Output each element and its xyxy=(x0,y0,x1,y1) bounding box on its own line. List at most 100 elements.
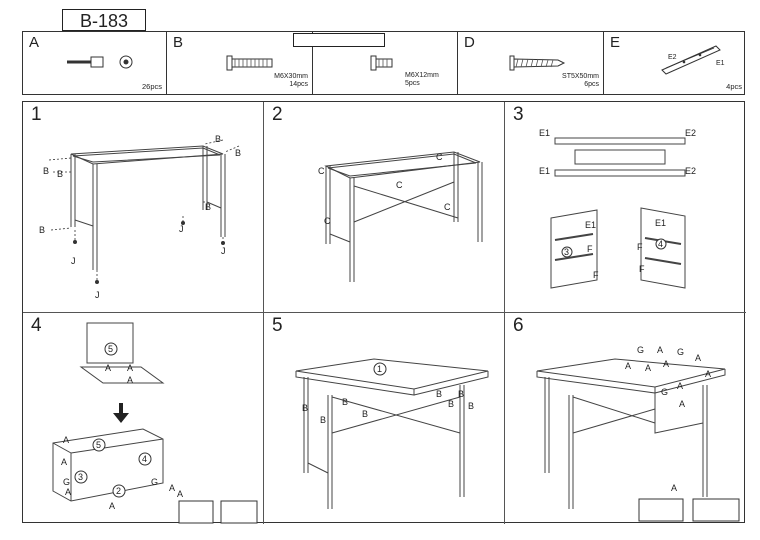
panel-number-4: 4 xyxy=(658,239,663,249)
callout-e2: E2 xyxy=(685,128,696,138)
hardware-b-spec: M6X30mm xyxy=(274,73,308,80)
callout-b: B xyxy=(43,166,49,176)
callout-a: A xyxy=(63,435,69,445)
callout-b: B xyxy=(436,389,442,399)
slide-label-e2: E2 xyxy=(668,54,677,61)
hardware-e: E E2 E1 4pcs xyxy=(604,32,746,94)
callout-g: G xyxy=(661,387,668,397)
hardware-c-count: 5pcs xyxy=(405,80,420,87)
callout-g: G xyxy=(677,347,684,357)
callout-a: A xyxy=(65,487,71,497)
drawer-assembly-drawing: 5 5 3 4 2 A A A A A G A A G A A xyxy=(52,322,258,524)
wood-screw-icon xyxy=(509,55,566,71)
step-3: 3 E1 E2 E1 E2 E1 E1 F F F F 3 4 xyxy=(505,102,746,313)
callout-b: B xyxy=(215,134,221,144)
callout-a: A xyxy=(127,363,133,373)
hardware-b-spec-block: M6X30mm 14pcs xyxy=(274,73,308,89)
step-number: 6 xyxy=(513,315,524,336)
callout-c: C xyxy=(436,152,443,162)
hardware-d-spec-block: ST5X50mm 6pcs xyxy=(562,73,599,89)
callout-b: B xyxy=(235,148,241,158)
hardware-b-count: 14pcs xyxy=(289,81,308,88)
hardware-c-spec-block: M6X12mm 5pcs xyxy=(405,72,439,88)
callout-b: B xyxy=(458,389,464,399)
callout-j: J xyxy=(71,256,76,266)
hardware-d-letter: D xyxy=(464,34,475,51)
callout-e1: E1 xyxy=(585,220,596,230)
cam-bolt-icon xyxy=(67,55,133,69)
callout-a: A xyxy=(645,363,651,373)
panel-number-1: 1 xyxy=(377,364,382,374)
callout-b: B xyxy=(448,399,454,409)
callout-b: B xyxy=(320,415,326,425)
step-4: 4 5 5 3 4 2 A A A A A G A xyxy=(23,313,264,524)
callout-b: B xyxy=(468,401,474,411)
assembly-steps: 1 xyxy=(22,101,746,524)
hardware-e-letter: E xyxy=(610,34,621,51)
panel-number-2: 2 xyxy=(116,486,121,496)
short-bolt-icon xyxy=(370,55,393,71)
callout-f: F xyxy=(593,270,599,280)
callout-b: B xyxy=(302,403,308,413)
callout-a: A xyxy=(679,399,685,409)
step-1: 1 xyxy=(23,102,264,313)
hardware-d-spec: ST5X50mm xyxy=(562,73,599,80)
callout-e1: E1 xyxy=(539,166,550,176)
panel-number-3: 3 xyxy=(564,247,569,257)
callout-b: B xyxy=(342,397,348,407)
callout-e1: E1 xyxy=(539,128,550,138)
callout-a: A xyxy=(663,359,669,369)
callout-e2: E2 xyxy=(685,166,696,176)
hardware-c-spec: M6X12mm xyxy=(405,72,439,79)
callout-j: J xyxy=(95,290,100,300)
callout-g: G xyxy=(63,477,70,487)
long-bolt-icon xyxy=(226,55,273,71)
model-number: B-183 xyxy=(62,9,146,31)
callout-b: B xyxy=(205,202,211,212)
callout-a: A xyxy=(105,363,111,373)
hardware-b: B M6X30mm 14pcs xyxy=(167,32,313,94)
callout-f: F xyxy=(637,242,643,252)
hardware-d: D ST5X50mm 6pcs xyxy=(458,32,604,94)
panel-number-5: 5 xyxy=(108,344,113,354)
callout-b: B xyxy=(362,409,368,419)
hardware-c: M6X12mm 5pcs xyxy=(313,32,458,94)
hardware-e-count: 4pcs xyxy=(726,82,742,91)
final-assembly-drawing: G A G A A A A A G A A A xyxy=(536,345,740,522)
callout-e1: E1 xyxy=(655,218,666,228)
step-6: 6 G A G A A A A A G A A A xyxy=(505,313,746,524)
hardware-a-count: 26pcs xyxy=(141,82,162,91)
drawer-slide-icon xyxy=(661,45,721,75)
callout-c: C xyxy=(444,202,451,212)
slide-label-e1: E1 xyxy=(716,60,725,67)
callout-a: A xyxy=(657,345,663,355)
callout-j: J xyxy=(221,246,226,256)
blank-label-box xyxy=(293,33,385,47)
callout-c: C xyxy=(396,180,403,190)
callout-a: A xyxy=(127,375,133,385)
step-number: 3 xyxy=(513,104,524,125)
panel-number-5: 5 xyxy=(96,440,101,450)
callout-g: G xyxy=(151,477,158,487)
callout-f: F xyxy=(639,264,645,274)
step-2: 2 C C C C C xyxy=(264,102,505,313)
callout-a: A xyxy=(671,483,677,493)
hardware-d-count: 6pcs xyxy=(584,81,599,88)
panel-number-4: 4 xyxy=(142,454,147,464)
callout-b: B xyxy=(39,225,45,235)
callout-c: C xyxy=(318,166,325,176)
hardware-a: A 26pcs xyxy=(23,32,167,94)
callout-a: A xyxy=(705,369,711,379)
hardware-b-letter: B xyxy=(173,34,184,51)
callout-g: G xyxy=(637,345,644,355)
frame-drawing: C C C C C xyxy=(318,151,483,282)
tabletop-drawing: 1 B B B B B B B B xyxy=(295,358,489,509)
callout-a: A xyxy=(695,353,701,363)
hardware-list: A 26pcs B M6X30mm 14pcs M6X12mm 5pcs xyxy=(22,31,745,95)
callout-c: C xyxy=(324,216,331,226)
callout-a: A xyxy=(177,489,183,499)
callout-f: F xyxy=(587,244,593,254)
hardware-a-letter: A xyxy=(29,34,40,51)
step-number: 2 xyxy=(272,104,283,125)
step-number: 1 xyxy=(31,104,42,125)
